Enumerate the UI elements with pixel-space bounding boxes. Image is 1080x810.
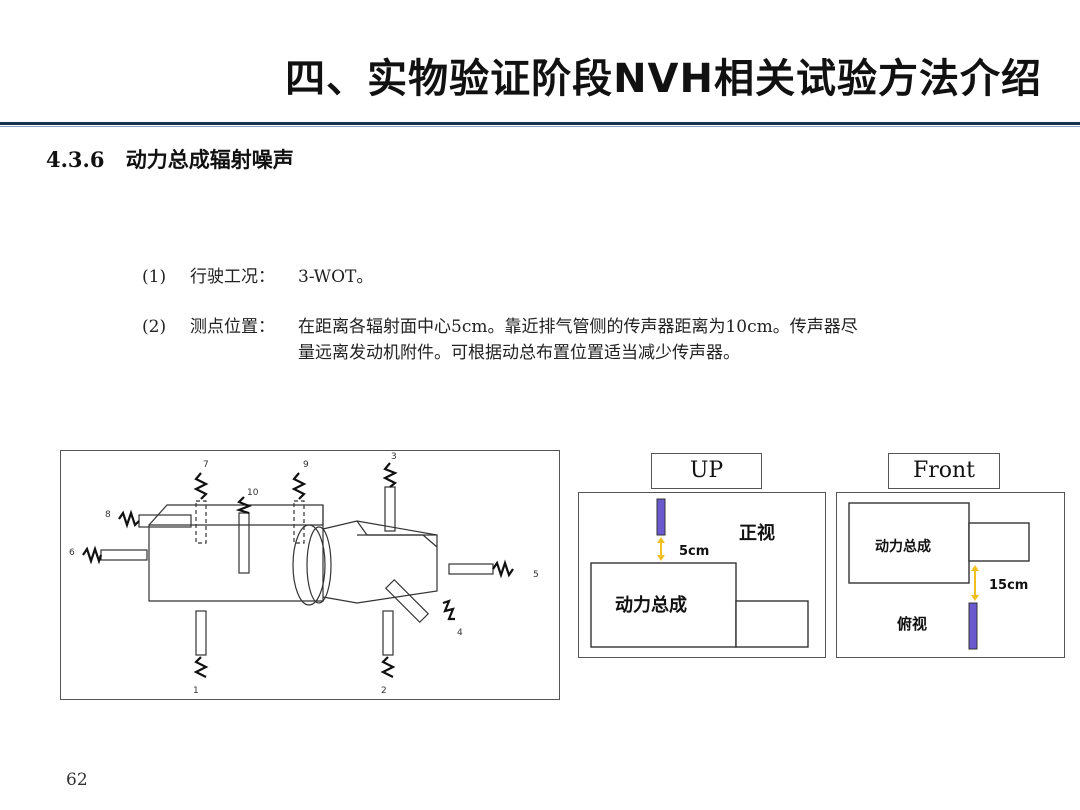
up-view-header: UP <box>651 453 762 489</box>
spring-8 <box>118 509 140 529</box>
mic-icon <box>656 498 666 536</box>
spring-10 <box>235 496 252 515</box>
item-label: 行驶工况： <box>190 267 275 287</box>
mic-label-8: 8 <box>105 510 111 520</box>
mic-layout-diagram: 7 9 3 10 8 6 5 4 1 2 <box>60 450 560 700</box>
probe-9-dashed <box>293 500 305 544</box>
item-tag: (1) <box>142 267 167 287</box>
mic-icon <box>968 602 978 650</box>
view-label: 正视 <box>739 522 775 544</box>
up-view-diagram: 5cm 正视 动力总成 <box>578 492 826 658</box>
header-divider-light <box>0 126 1080 127</box>
mic-6-body <box>100 549 148 561</box>
section-title: 动力总成辐射噪声 <box>125 147 294 172</box>
spring-7 <box>193 472 209 500</box>
item-text: 在距离各辐射面中心5cm。靠近排气管侧的传声器距离为10cm。传声器尽 <box>298 317 858 337</box>
mic-label-5: 5 <box>533 570 539 580</box>
up-view-svg: 5cm 正视 动力总成 <box>590 498 809 648</box>
spring-1 <box>193 656 209 678</box>
page-number: 62 <box>66 770 88 790</box>
mic-label-1: 1 <box>193 686 199 696</box>
item-tag: (2) <box>142 317 167 337</box>
item-text: 3-WOT。 <box>298 267 374 287</box>
distance-label: 15cm <box>989 578 1028 593</box>
block-label: 动力总成 <box>875 538 931 555</box>
distance-arrow-head-top <box>657 537 665 543</box>
mic-4-body <box>384 578 430 624</box>
view-label: 俯视 <box>897 615 927 633</box>
front-view-header: Front <box>888 453 1000 489</box>
distance-arrow-head-bottom <box>657 555 665 561</box>
mic-3-body <box>384 486 396 532</box>
page-title: 四、实物验证阶段NVH相关试验方法介绍 <box>285 56 1042 102</box>
spring-2 <box>380 656 396 678</box>
transmission-box <box>357 534 438 548</box>
distance-label: 5cm <box>679 544 709 559</box>
mic-2-body <box>382 610 394 656</box>
item-text-continuation: 量远离发动机附件。可根据动总布置位置适当减少传声器。 <box>298 343 740 363</box>
item-measure-position: (2) 测点位置： 在距离各辐射面中心5cm。靠近排气管侧的传声器距离为10cm。传… <box>142 314 858 366</box>
spring-6 <box>82 545 103 565</box>
mic-1-body <box>195 610 207 656</box>
spring-4 <box>442 599 455 621</box>
distance-arrow-head-top <box>971 565 979 571</box>
section-number: 4.3.6 <box>46 147 105 172</box>
mic-label-6: 6 <box>69 548 75 558</box>
spring-5 <box>492 559 514 579</box>
distance-arrow-head-bottom <box>971 595 979 601</box>
item-label: 测点位置： <box>190 317 275 337</box>
mic-label-10: 10 <box>247 488 259 498</box>
mic-label-7: 7 <box>203 460 209 470</box>
transmission-block <box>968 522 1030 562</box>
spring-9 <box>291 472 307 500</box>
mic-label-9: 9 <box>303 460 309 470</box>
mic-label-2: 2 <box>381 686 387 696</box>
transmission-block <box>735 600 809 648</box>
mic-label-3: 3 <box>391 452 397 462</box>
spring-3 <box>382 462 398 488</box>
mic-layout-svg: 7 9 3 10 8 6 5 4 1 2 <box>69 452 539 696</box>
bell-housing-inner <box>306 526 332 604</box>
powertrain-block <box>848 502 970 584</box>
transmission-body <box>322 520 438 604</box>
powertrain-block <box>590 562 737 648</box>
probe-7-dashed <box>195 500 207 544</box>
front-view-svg: 动力总成 15cm 俯视 <box>848 502 1030 650</box>
item-operating-condition: (1) 行驶工况： 3-WOT。 <box>142 262 373 287</box>
block-label: 动力总成 <box>615 594 687 616</box>
header-divider <box>0 122 1080 125</box>
mic-5-body <box>448 563 494 575</box>
front-view-diagram: 动力总成 15cm 俯视 <box>836 492 1065 658</box>
section-heading: 4.3.6 动力总成辐射噪声 <box>46 144 294 174</box>
mic-10-body <box>238 512 250 574</box>
mic-label-4: 4 <box>457 628 463 638</box>
bell-housing <box>292 524 326 606</box>
